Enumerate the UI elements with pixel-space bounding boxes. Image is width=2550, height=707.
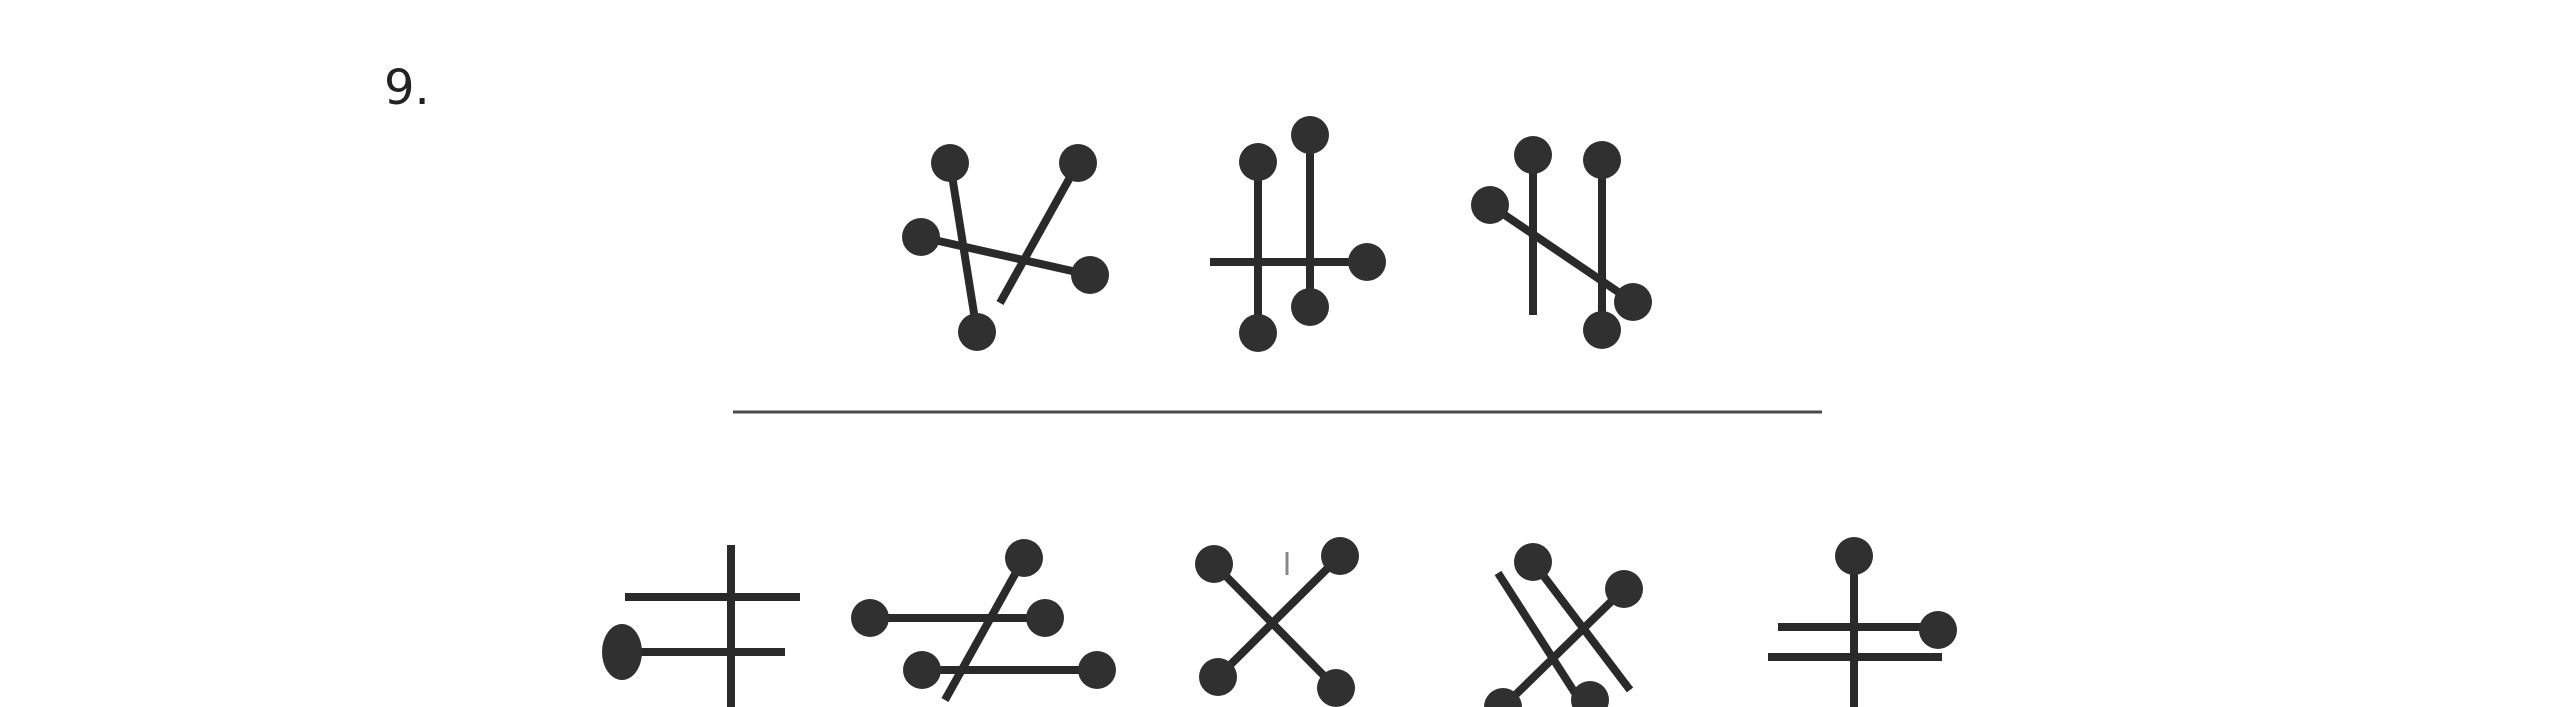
question-number: 9. (384, 60, 430, 116)
question-figure-3 (1471, 136, 1652, 349)
question-figure-2 (1210, 116, 1386, 352)
answer-option-5[interactable] (1768, 537, 1957, 707)
answer-option-2[interactable] (851, 539, 1116, 702)
question-figure-1 (902, 144, 1109, 351)
answer-option-1[interactable] (602, 545, 800, 707)
answer-option-4[interactable] (1484, 543, 1643, 707)
answer-option-3[interactable] (1195, 537, 1359, 707)
